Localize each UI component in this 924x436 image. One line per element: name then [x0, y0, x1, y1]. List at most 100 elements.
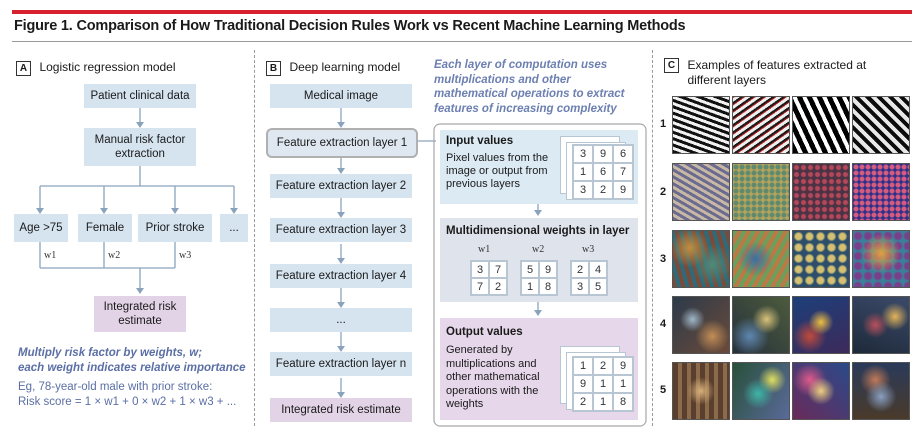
feature-image-r2c4: [852, 163, 910, 221]
feature-image-r1c3: [792, 96, 850, 154]
feature-image-r1c4: [852, 96, 910, 154]
example-line-2: Risk score = 1 × w1 + 0 × w2 + 1 × w3 + …: [18, 396, 237, 408]
feature-image-r4c1: [672, 296, 730, 354]
divider-a-b: [254, 50, 255, 426]
row-label-2: 2: [659, 186, 667, 198]
output-values-panel: Output values Generated by multiplicatio…: [440, 318, 638, 420]
input-values-title: Input values: [446, 135, 514, 147]
weight-label-a1: w1: [44, 250, 57, 261]
feature-image-r4c3: [792, 296, 850, 354]
input-values-desc: Pixel values from the image or output fr…: [446, 152, 549, 190]
weight-cell: 8: [539, 278, 557, 295]
output-values-desc: Generated by multiplications and other m…: [446, 344, 540, 410]
input-cell: 2: [593, 181, 613, 199]
panel-b-header: B Deep learning model: [266, 58, 400, 76]
integrated-risk-box-a: Integrated risk estimate: [94, 296, 186, 332]
feature-layer-n-box: Feature extraction layer n: [270, 352, 412, 376]
feature-image-r2c2: [732, 163, 790, 221]
output-cell: 1: [613, 375, 633, 393]
panel-b-heading: Deep learning model: [289, 60, 401, 74]
input-cell: 6: [613, 145, 633, 163]
row-label-3: 3: [659, 253, 667, 265]
title-divider: [12, 41, 912, 42]
input-cell: 7: [613, 163, 633, 181]
output-cell: 2: [593, 357, 613, 375]
factor-female: Female: [78, 214, 132, 242]
weight-grid-1: 3 7 7 2: [470, 260, 508, 296]
feature-image-r4c4: [852, 296, 910, 354]
panel-b-tag: B: [266, 61, 281, 76]
weights-title: Multidimensional weights in layer: [446, 225, 630, 237]
weight-label-b1: w1: [478, 244, 491, 255]
feature-layer-3-box: Feature extraction layer 3: [270, 218, 412, 242]
input-cell: 9: [613, 181, 633, 199]
feature-image-r2c1: [672, 163, 730, 221]
title-accent-bar: [12, 10, 912, 14]
output-cell: 1: [573, 357, 593, 375]
figure-title: Figure 1. Comparison of How Traditional …: [14, 18, 686, 34]
weight-cell: 4: [589, 261, 607, 278]
input-cell: 1: [573, 163, 593, 181]
feature-layer-2-box: Feature extraction layer 2: [270, 174, 412, 198]
input-cell: 9: [593, 145, 613, 163]
panel-c-header: C Examples of features extracted at diff…: [664, 58, 867, 89]
weight-cell: 9: [539, 261, 557, 278]
output-values-title: Output values: [446, 326, 523, 338]
feature-image-r3c1: [672, 230, 730, 288]
weight-label-a3: w3: [179, 250, 192, 261]
output-cell: 2: [573, 393, 593, 411]
output-cell: 1: [593, 393, 613, 411]
manual-extraction-box: Manual risk factor extraction: [84, 128, 196, 166]
panel-c-tag: C: [664, 58, 679, 73]
feature-layer-4-box: Feature extraction layer 4: [270, 264, 412, 288]
panel-a-note: Multiply risk factor by weights, w; each…: [18, 346, 246, 376]
factor-prior-stroke: Prior stroke: [138, 214, 212, 242]
feature-layer-ellipsis-box: ...: [270, 308, 412, 332]
weights-panel: Multidimensional weights in layer w1 w2 …: [440, 218, 638, 302]
patient-clinical-data-box: Patient clinical data: [84, 84, 196, 108]
note-line-2: each weight indicates relative importanc…: [18, 362, 246, 374]
weight-grid-2: 5 9 1 8: [520, 260, 558, 296]
weight-cell: 2: [571, 261, 589, 278]
feature-image-r5c2: [732, 362, 790, 420]
weight-cell: 1: [521, 278, 539, 295]
feature-image-r5c1: [672, 362, 730, 420]
feature-image-r3c4: [852, 230, 910, 288]
weight-cell: 7: [489, 261, 507, 278]
feature-image-r4c2: [732, 296, 790, 354]
feature-image-r1c2: [732, 96, 790, 154]
panel-a-header: A Logistic regression model: [16, 58, 176, 76]
feature-image-r5c4: [852, 362, 910, 420]
factor-more: ...: [220, 214, 248, 242]
weight-label-a2: w2: [108, 250, 121, 261]
output-cell: 9: [613, 357, 633, 375]
row-label-5: 5: [659, 384, 667, 396]
integrated-risk-box-b: Integrated risk estimate: [270, 398, 412, 422]
panel-c-heading: Examples of features extracted at differ…: [687, 58, 867, 87]
weight-grid-3: 2 4 3 5: [570, 260, 608, 296]
panel-a-example: Eg, 78-year-old male with prior stroke: …: [18, 380, 236, 410]
feature-layer-1-box: Feature extraction layer 1: [266, 128, 418, 158]
panel-a-tag: A: [16, 61, 31, 76]
weight-cell: 2: [489, 278, 507, 295]
weight-cell: 5: [521, 261, 539, 278]
panel-a-heading: Logistic regression model: [39, 60, 176, 74]
input-cell: 3: [573, 181, 593, 199]
input-values-grid: 3 9 6 1 6 7 3 2 9: [572, 144, 634, 200]
feature-image-r2c3: [792, 163, 850, 221]
output-cell: 8: [613, 393, 633, 411]
divider-b-c: [652, 50, 653, 426]
weight-label-b2: w2: [532, 244, 545, 255]
layer-callout: Each layer of computation uses multiplic…: [434, 59, 625, 115]
weight-label-b3: w3: [582, 244, 595, 255]
weight-cell: 5: [589, 278, 607, 295]
output-cell: 9: [573, 375, 593, 393]
feature-image-r3c3: [792, 230, 850, 288]
feature-image-r1c1: [672, 96, 730, 154]
feature-image-r3c2: [732, 230, 790, 288]
output-cell: 1: [593, 375, 613, 393]
note-line-1: Multiply risk factor by weights, w;: [18, 347, 203, 359]
output-values-grid: 1 2 9 9 1 1 2 1 8: [572, 356, 634, 412]
input-cell: 6: [593, 163, 613, 181]
